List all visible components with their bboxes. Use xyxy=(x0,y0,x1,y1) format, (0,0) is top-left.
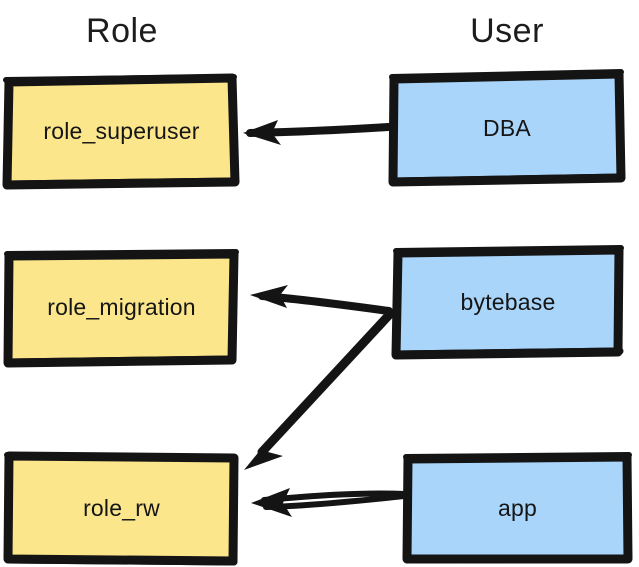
edge-dba-to-role-superuser xyxy=(243,120,392,145)
node-label: role_rw xyxy=(83,494,160,521)
node-bytebase[interactable]: bytebase xyxy=(391,245,624,360)
node-role-migration[interactable]: role_migration xyxy=(3,249,239,368)
node-role-rw[interactable]: role_rw xyxy=(3,451,239,566)
edge-bytebase-to-role-migration xyxy=(250,285,393,315)
node-label: app xyxy=(498,494,537,521)
edge-bytebase-to-role-rw xyxy=(244,309,395,470)
node-label: DBA xyxy=(483,114,531,141)
node-dba[interactable]: DBA xyxy=(388,69,626,187)
node-role-superuser[interactable]: role_superuser xyxy=(2,73,240,190)
node-label: role_superuser xyxy=(43,117,200,144)
edge-app-to-role-rw xyxy=(251,488,408,517)
column-header-user: User xyxy=(470,12,544,50)
column-header-role: Role xyxy=(86,12,158,50)
node-app[interactable]: app xyxy=(402,452,633,564)
node-label: bytebase xyxy=(460,288,556,315)
node-label: role_migration xyxy=(47,294,196,320)
